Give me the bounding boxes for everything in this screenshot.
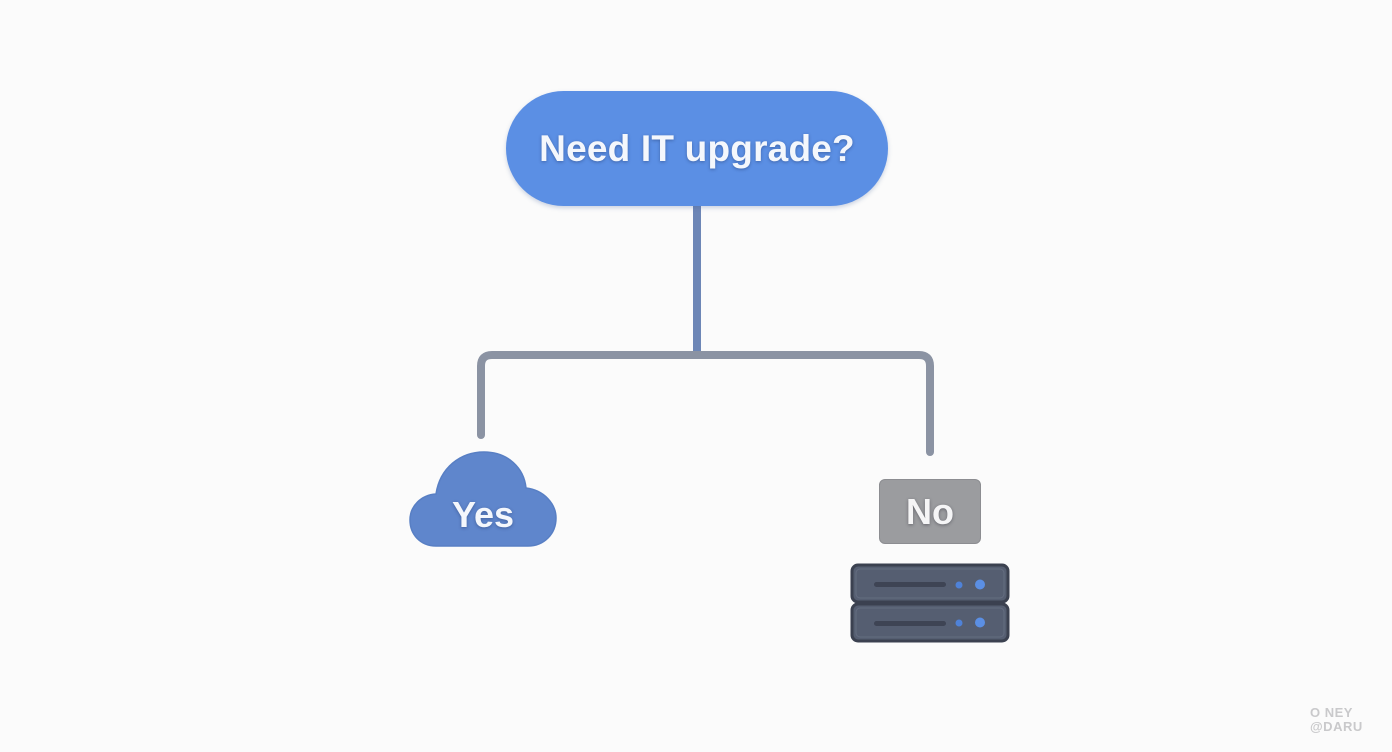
watermark: O NEY @DARU bbox=[1310, 706, 1370, 734]
decision-node: Need IT upgrade? bbox=[506, 91, 888, 206]
server-icon bbox=[850, 563, 1010, 643]
yes-label: Yes bbox=[451, 494, 515, 535]
watermark-line-1: O NEY bbox=[1310, 705, 1353, 720]
cloud-icon bbox=[409, 451, 557, 547]
no-branch-node: No bbox=[879, 479, 981, 544]
no-label: No bbox=[906, 490, 954, 532]
decision-label: Need IT upgrade? bbox=[539, 127, 855, 169]
yes-branch-node: Yes bbox=[408, 450, 558, 548]
branch-connector bbox=[477, 351, 934, 456]
watermark-line-2: @DARU bbox=[1310, 719, 1363, 734]
